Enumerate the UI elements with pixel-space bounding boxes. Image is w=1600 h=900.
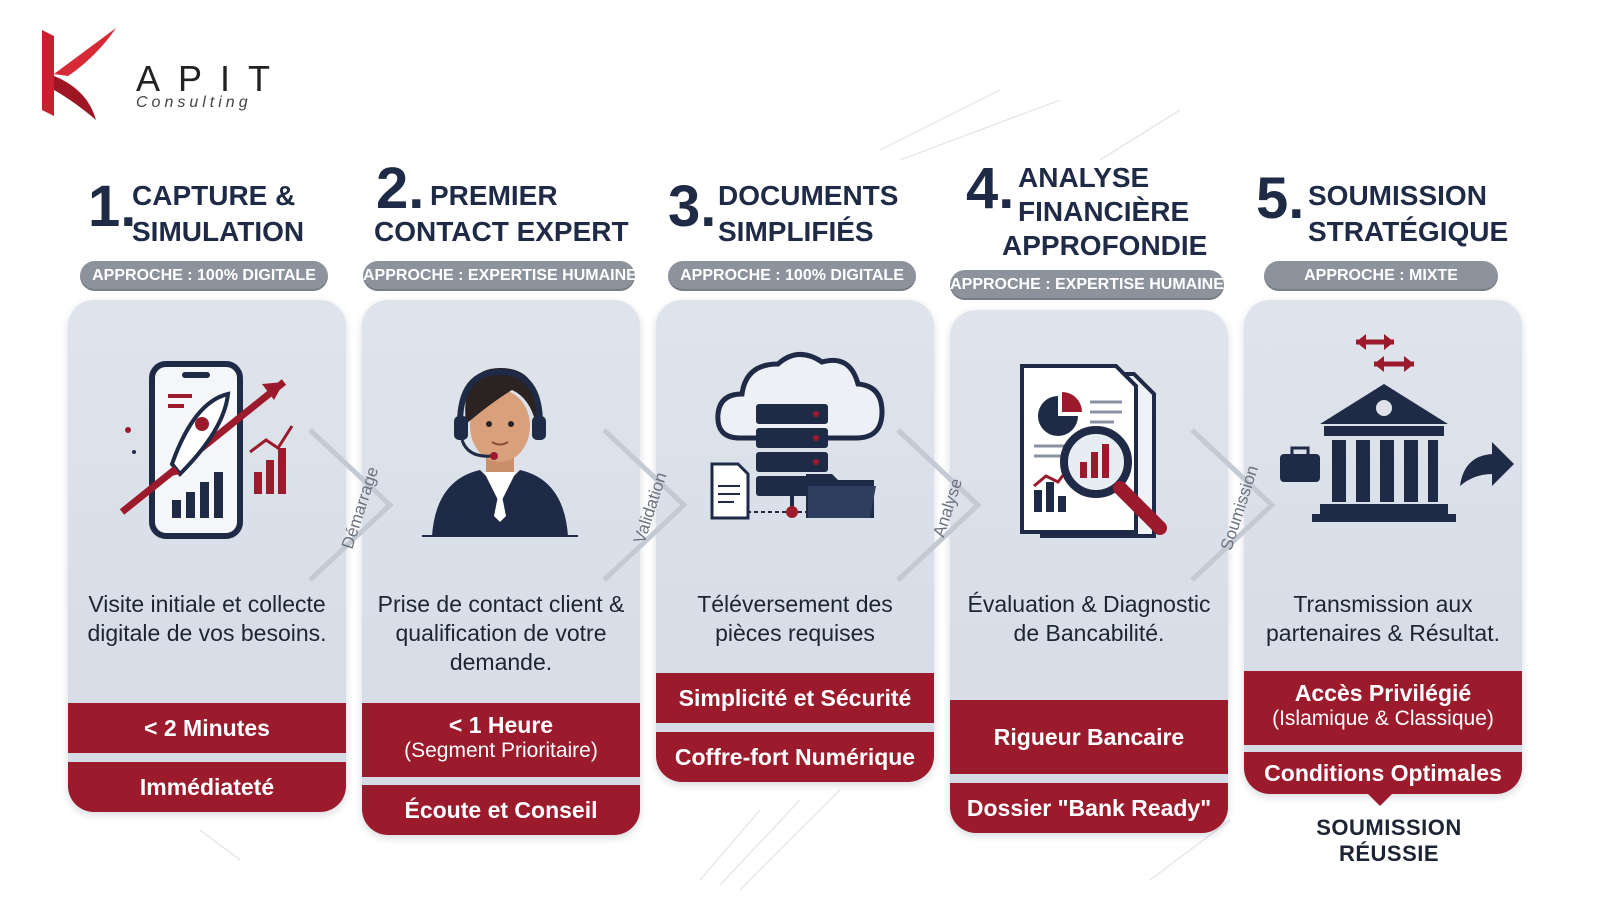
step-title-line2: SIMULATION bbox=[132, 216, 305, 247]
step-card: Transmission aux partenaires & Résultat.… bbox=[1244, 300, 1522, 794]
approach-badge: APPROCHE : EXPERTISE HUMAINE bbox=[950, 270, 1224, 300]
kapit-logo: APIT Consulting bbox=[34, 24, 270, 124]
step-band-primary: Accès Privilégié (Islamique & Classique) bbox=[1244, 671, 1522, 745]
headset-consultant-icon bbox=[362, 300, 640, 590]
band-primary-sublabel: (Islamique & Classique) bbox=[1272, 707, 1494, 730]
step-card: Évaluation & Diagnostic de Bancabilité. … bbox=[950, 310, 1228, 833]
step-band-secondary: Immédiateté bbox=[68, 762, 346, 812]
final-result-label: SOUMISSION RÉUSSIE bbox=[1316, 815, 1462, 866]
step-card: Prise de contact client & qualification … bbox=[362, 300, 640, 835]
step-band-secondary: Coffre-fort Numérique bbox=[656, 732, 934, 782]
step-band-secondary: Dossier "Bank Ready" bbox=[950, 783, 1228, 833]
band-primary-label: Accès Privilégié bbox=[1294, 680, 1472, 706]
step-description: Évaluation & Diagnostic de Bancabilité. bbox=[967, 591, 1211, 646]
report-magnifier-icon bbox=[950, 310, 1228, 600]
step-band-primary: Simplicité et Sécurité bbox=[656, 673, 934, 723]
step-number: 4. bbox=[966, 156, 1015, 221]
step-title-line2: STRATÉGIQUE bbox=[1308, 216, 1509, 247]
band-primary-label: Simplicité et Sécurité bbox=[678, 685, 912, 711]
step-number: 1. bbox=[88, 174, 137, 239]
bank-transfer-icon bbox=[1244, 300, 1522, 590]
phone-rocket-growth-icon bbox=[68, 300, 346, 590]
step-band-primary: < 1 Heure (Segment Prioritaire) bbox=[362, 703, 640, 777]
step-description: Transmission aux partenaires & Résultat. bbox=[1266, 591, 1500, 646]
step-title-line1: CAPTURE & bbox=[132, 180, 296, 211]
band-primary-label: < 1 Heure bbox=[448, 712, 554, 738]
chevron-right-icon bbox=[896, 428, 982, 582]
step-title-line1: PREMIER bbox=[430, 180, 558, 211]
step-description: Prise de contact client & qualification … bbox=[377, 591, 625, 675]
step-title-line1: DOCUMENTS bbox=[718, 180, 899, 211]
step-title-line1: SOUMISSION bbox=[1308, 180, 1487, 211]
approach-badge: APPROCHE : MIXTE bbox=[1264, 261, 1498, 291]
band-pointer bbox=[1368, 794, 1392, 806]
band-primary-label: < 2 Minutes bbox=[144, 715, 270, 741]
step-title-line2: FINANCIÈRE bbox=[1018, 196, 1190, 227]
step-number: 2. bbox=[376, 156, 425, 221]
step-title-line2: SIMPLIFIÉS bbox=[718, 216, 874, 247]
logo-wordmark: APIT bbox=[136, 58, 289, 99]
step-description: Téléversement des pièces requises bbox=[697, 591, 893, 646]
step-title-line2: CONTACT EXPERT bbox=[374, 216, 629, 247]
step-band-primary: < 2 Minutes bbox=[68, 703, 346, 753]
step-band-primary: Rigueur Bancaire bbox=[950, 700, 1228, 774]
approach-badge: APPROCHE : EXPERTISE HUMAINE bbox=[363, 261, 637, 291]
logo-subtitle: Consulting bbox=[136, 94, 252, 111]
step-card: Téléversement des pièces requises Simpli… bbox=[656, 300, 934, 782]
step-description: Visite initiale et collecte digitale de … bbox=[87, 591, 327, 646]
chevron-right-icon bbox=[602, 428, 688, 582]
step-title-line3: APPROFONDIE bbox=[1002, 230, 1208, 261]
step-band-secondary: Conditions Optimales bbox=[1244, 752, 1522, 794]
step-card: Visite initiale et collecte digitale de … bbox=[68, 300, 346, 812]
logo-k-mark-icon bbox=[42, 28, 116, 120]
cloud-server-documents-icon bbox=[656, 300, 934, 590]
step-title-line1: ANALYSE bbox=[1018, 162, 1150, 193]
step-number: 5. bbox=[1256, 166, 1305, 231]
step-number: 3. bbox=[668, 174, 717, 239]
chevron-right-icon bbox=[1190, 428, 1276, 582]
approach-badge: APPROCHE : 100% DIGITALE bbox=[668, 261, 916, 291]
step-band-secondary: Écoute et Conseil bbox=[362, 785, 640, 835]
band-primary-label: Rigueur Bancaire bbox=[993, 724, 1185, 750]
chevron-right-icon bbox=[308, 428, 394, 582]
band-primary-sublabel: (Segment Prioritaire) bbox=[404, 739, 598, 762]
approach-badge: APPROCHE : 100% DIGITALE bbox=[80, 261, 328, 291]
